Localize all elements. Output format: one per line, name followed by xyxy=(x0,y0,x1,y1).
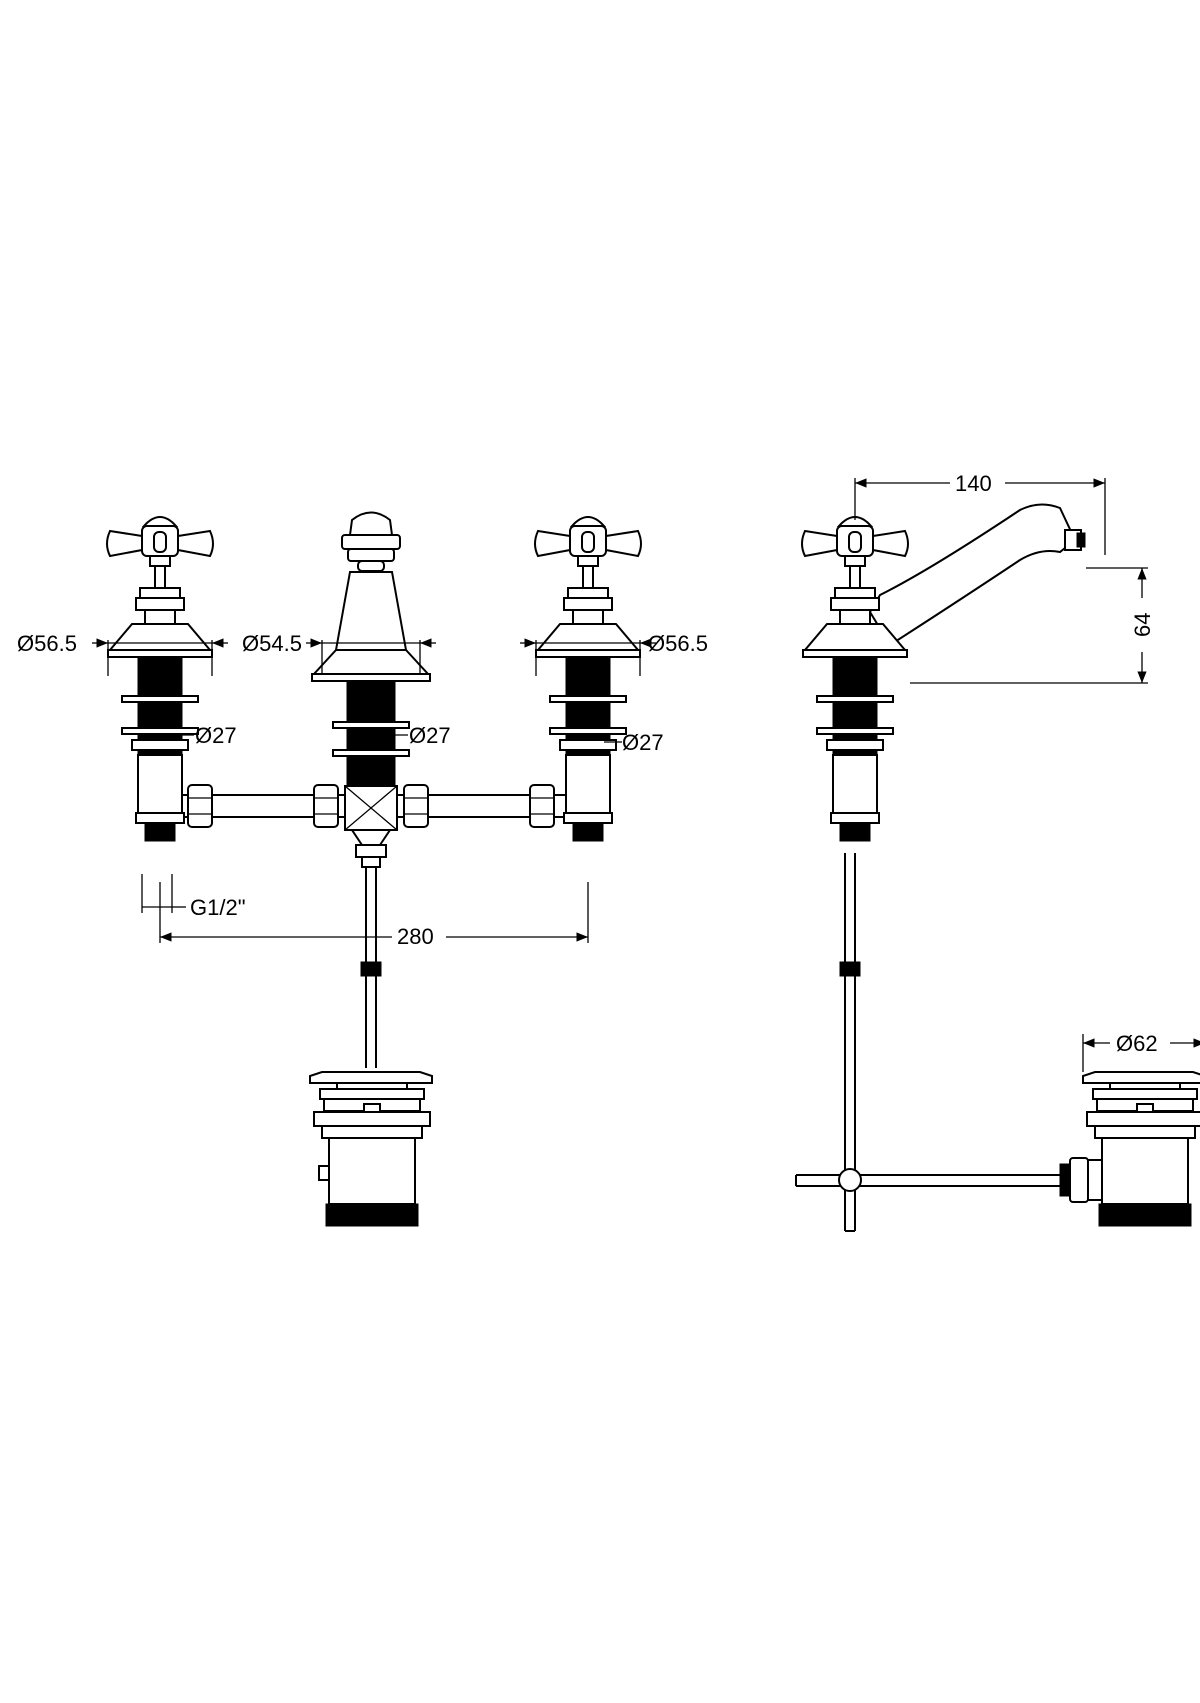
side-spout xyxy=(868,503,1086,647)
dim-spout-height: 64 xyxy=(1130,613,1155,637)
dim-right-tail: Ø27 xyxy=(622,730,664,755)
side-view xyxy=(795,503,1200,1232)
front-waste xyxy=(309,1071,433,1227)
side-waste xyxy=(1059,1071,1200,1227)
center-spout xyxy=(311,511,431,1068)
dim-centers: 280 xyxy=(397,924,434,949)
front-view xyxy=(106,511,642,1227)
dim-waste-cap: Ø62 xyxy=(1116,1031,1158,1056)
dim-spout-flange: Ø54.5 xyxy=(242,631,302,656)
dim-center-tail: Ø27 xyxy=(409,723,451,748)
side-tap xyxy=(801,516,909,842)
dim-thread: G1/2" xyxy=(190,895,246,920)
dim-left-tap-flange: Ø56.5 xyxy=(17,631,77,656)
dim-left-tail: Ø27 xyxy=(195,723,237,748)
dimension-labels: Ø56.5 Ø54.5 Ø56.5 Ø27 Ø27 Ø27 G1/2" 280 … xyxy=(17,471,1158,1056)
dim-spout-reach: 140 xyxy=(955,471,992,496)
dim-right-tap-flange: Ø56.5 xyxy=(648,631,708,656)
dimension-lines xyxy=(92,478,1200,1072)
